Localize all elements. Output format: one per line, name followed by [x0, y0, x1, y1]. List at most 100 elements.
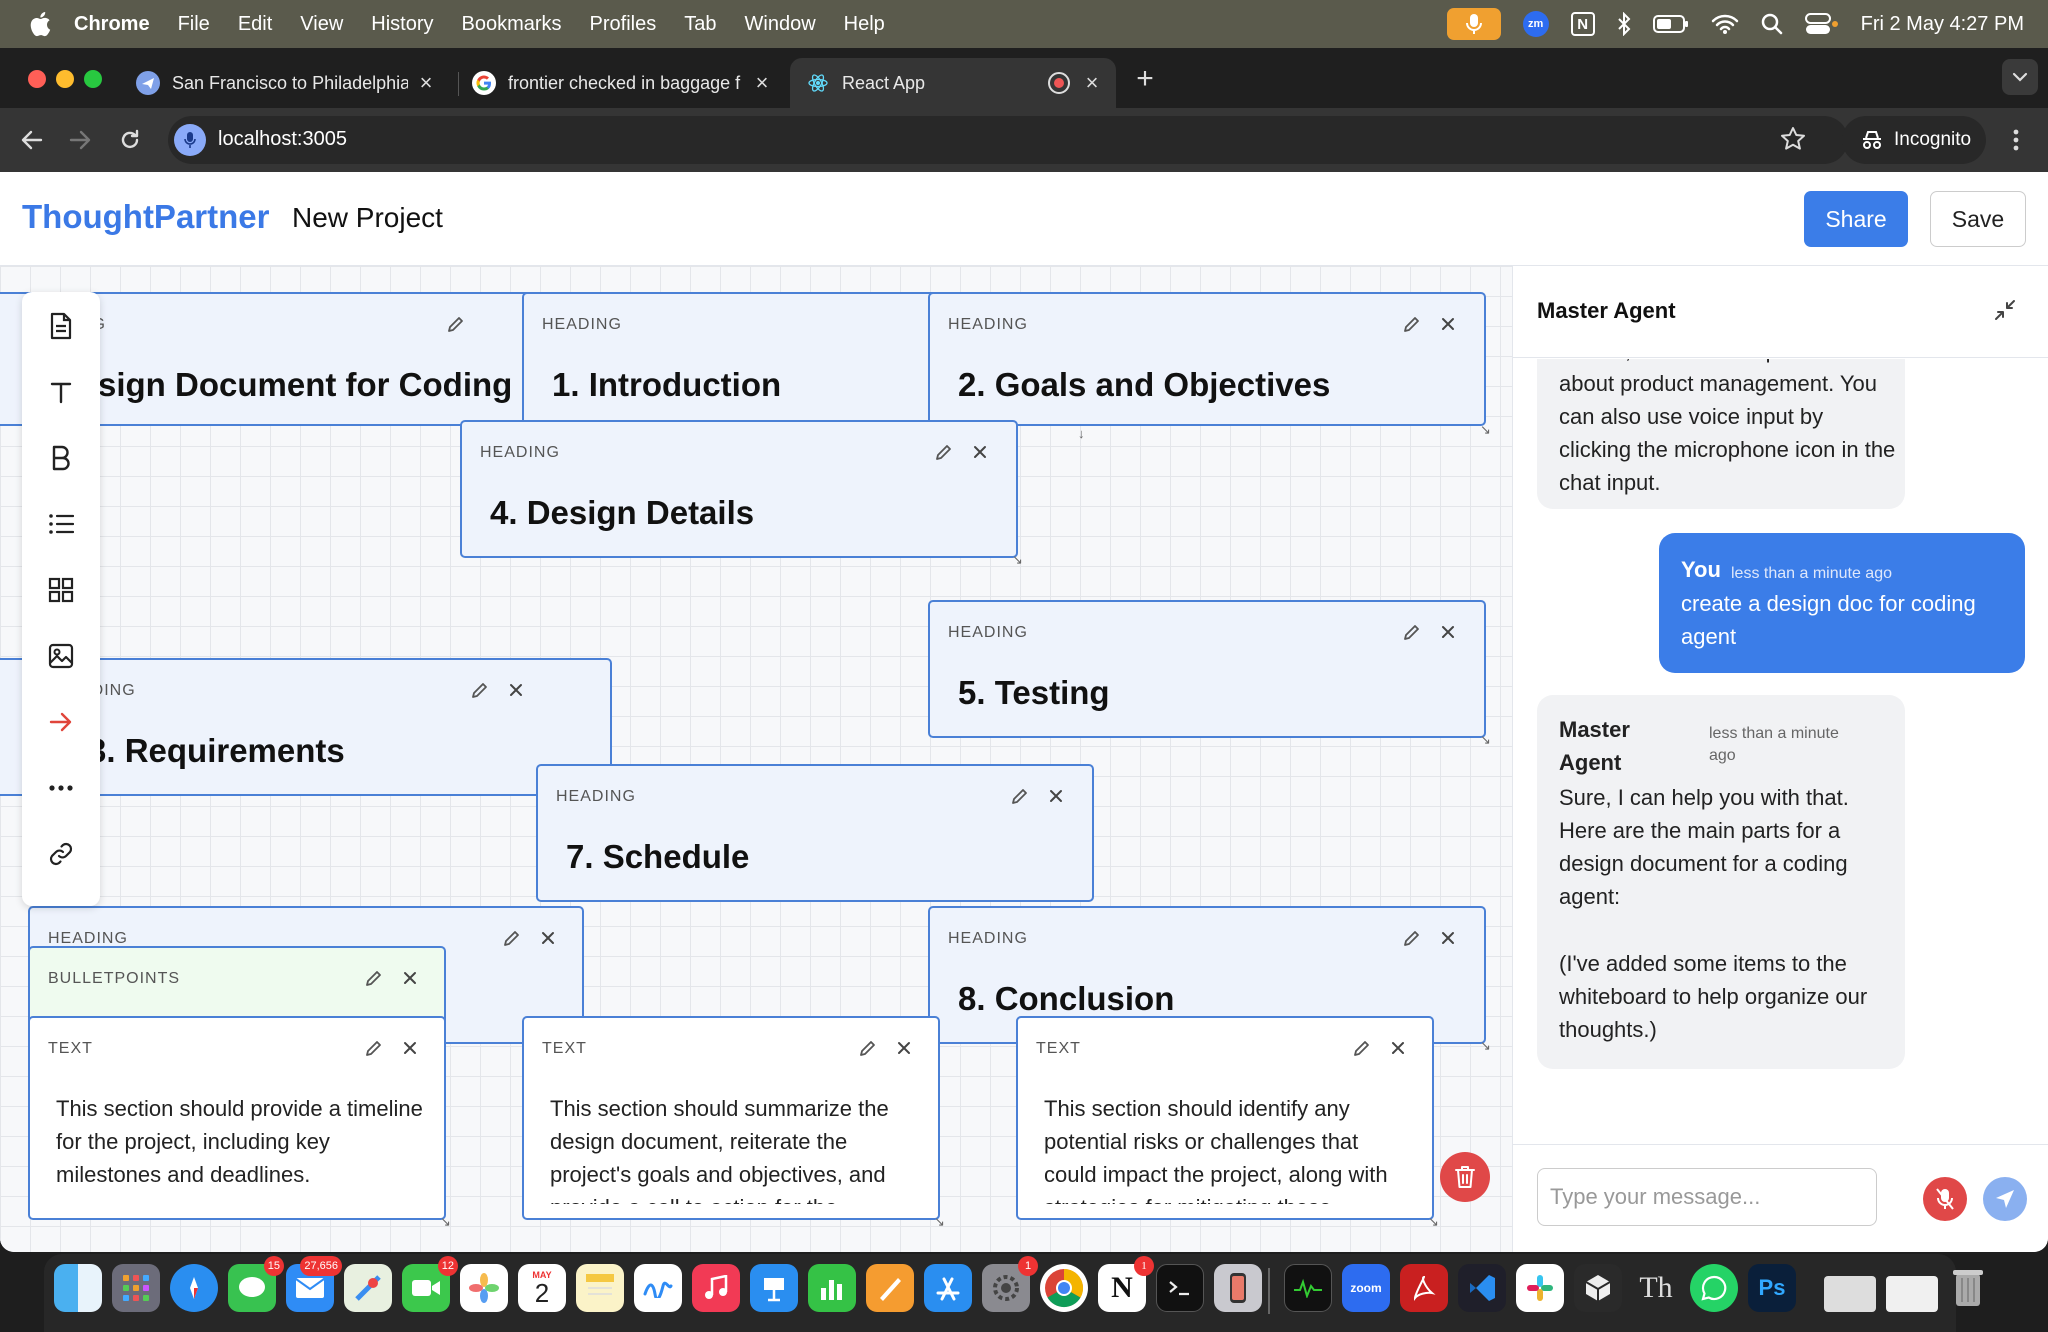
recent-window-thumbnail[interactable] — [1824, 1276, 1876, 1312]
microphone-access-icon[interactable] — [174, 124, 206, 156]
tab-react-app[interactable]: React App × — [790, 58, 1116, 108]
microphone-status-icon[interactable] — [1446, 8, 1501, 40]
resize-handle[interactable]: ↘ — [1012, 552, 1023, 567]
resize-handle[interactable]: ↘ — [1428, 1214, 1439, 1229]
chat-messages[interactable]: the left, or ask me a question about pro… — [1513, 359, 2048, 1144]
close-card-icon[interactable] — [504, 678, 528, 702]
project-title[interactable]: New Project — [292, 202, 443, 233]
link-tool-icon[interactable] — [41, 834, 81, 874]
window-zoom-button[interactable] — [84, 70, 102, 88]
card-body-text[interactable]: This section should provide a timeline f… — [56, 1096, 423, 1187]
close-card-icon[interactable] — [536, 926, 560, 950]
delete-trash-button[interactable] — [1440, 1152, 1490, 1202]
bluetooth-icon[interactable] — [1617, 12, 1631, 36]
menu-tab[interactable]: Tab — [684, 12, 717, 35]
card-body-text[interactable]: This section should summarize the design… — [550, 1096, 889, 1204]
menu-profiles[interactable]: Profiles — [589, 12, 657, 35]
document-tool-icon[interactable] — [41, 306, 81, 346]
url-text[interactable]: localhost:3005 — [218, 128, 347, 150]
list-tool-icon[interactable] — [41, 504, 81, 544]
forward-arrow-icon[interactable] — [64, 124, 96, 156]
close-tab-icon[interactable]: × — [1085, 70, 1099, 95]
more-tools-icon[interactable] — [41, 768, 81, 808]
close-card-icon[interactable] — [398, 966, 422, 990]
notion-status-icon[interactable]: N — [1570, 12, 1595, 36]
reload-icon[interactable] — [114, 124, 146, 156]
address-bar[interactable]: localhost:3005 — [168, 116, 1848, 164]
numbers-icon[interactable] — [808, 1264, 856, 1312]
menu-window[interactable]: Window — [744, 12, 816, 35]
spotlight-search-icon[interactable] — [1761, 13, 1783, 35]
cube-app-icon[interactable] — [1574, 1264, 1622, 1312]
close-card-icon[interactable] — [1436, 620, 1460, 644]
close-card-icon[interactable] — [1436, 926, 1460, 950]
photos-icon[interactable] — [460, 1264, 508, 1312]
slack-icon[interactable] — [1516, 1264, 1564, 1312]
typeface-icon[interactable]: Th — [1632, 1264, 1680, 1312]
edit-pencil-icon[interactable] — [1400, 926, 1424, 950]
window-minimize-button[interactable] — [56, 70, 74, 88]
arrow-tool-icon[interactable] — [41, 702, 81, 742]
grid-tool-icon[interactable] — [41, 570, 81, 610]
bold-tool-icon[interactable] — [41, 438, 81, 478]
heading-card[interactable]: HEADING 1. Introduction — [522, 292, 942, 426]
resize-handle[interactable]: ↘ — [440, 1214, 451, 1229]
recent-window-thumbnail[interactable] — [1886, 1276, 1938, 1312]
wifi-icon[interactable] — [1711, 13, 1739, 35]
chat-message-input[interactable] — [1537, 1168, 1877, 1226]
send-message-button[interactable] — [1983, 1177, 2027, 1221]
tab-search-button[interactable] — [2002, 59, 2038, 95]
terminal-icon[interactable] — [1156, 1264, 1204, 1312]
pages-icon[interactable] — [866, 1264, 914, 1312]
menu-file[interactable]: File — [177, 12, 210, 35]
whiteboard-canvas[interactable]: NG sign Document for Coding HEADING 1. I… — [0, 266, 1512, 1252]
finder-icon[interactable] — [54, 1264, 102, 1312]
edit-pencil-icon[interactable] — [1400, 312, 1424, 336]
edit-pencil-icon[interactable] — [362, 966, 386, 990]
edit-pencil-icon[interactable] — [856, 1036, 880, 1060]
close-card-icon[interactable] — [968, 440, 992, 464]
edit-pencil-icon[interactable] — [1400, 620, 1424, 644]
safari-icon[interactable] — [170, 1264, 218, 1312]
acrobat-icon[interactable] — [1400, 1264, 1448, 1312]
tab-google-search[interactable]: frontier checked in baggage f × — [456, 58, 786, 108]
zoom-status-icon[interactable]: zm — [1522, 11, 1549, 37]
chrome-icon[interactable] — [1040, 1264, 1088, 1312]
new-tab-button[interactable]: + — [1136, 62, 1154, 95]
menu-bookmarks[interactable]: Bookmarks — [461, 12, 562, 35]
text-tool-icon[interactable] — [41, 372, 81, 412]
notes-icon[interactable] — [576, 1264, 624, 1312]
tab-flights[interactable]: San Francisco to Philadelphia × — [120, 58, 450, 108]
heading-card[interactable]: ADING 3. Requirements — [0, 658, 612, 796]
menu-edit[interactable]: Edit — [237, 12, 273, 35]
heading-card[interactable]: HEADING 5. Testing — [928, 600, 1486, 738]
bookmark-star-icon[interactable] — [1780, 126, 1806, 152]
close-card-icon[interactable] — [1386, 1036, 1410, 1060]
incognito-indicator[interactable]: Incognito — [1842, 116, 1986, 164]
mail-icon[interactable]: 27,656 — [286, 1256, 342, 1312]
resize-handle[interactable]: ↘ — [1480, 1038, 1491, 1053]
resize-handle[interactable]: ↘ — [1480, 732, 1491, 747]
collapse-chat-icon[interactable] — [1991, 296, 2019, 324]
resize-handle[interactable]: ↘ — [1480, 422, 1491, 437]
calendar-icon[interactable]: MAY 2 — [518, 1264, 566, 1312]
text-card[interactable]: TEXT This section should provide a timel… — [28, 1016, 446, 1220]
edit-pencil-icon[interactable] — [444, 312, 468, 336]
freeform-icon[interactable] — [634, 1264, 682, 1312]
launchpad-icon[interactable] — [112, 1264, 160, 1312]
edit-pencil-icon[interactable] — [1350, 1036, 1374, 1060]
heading-card[interactable]: HEADING 4. Design Details — [460, 420, 1018, 558]
close-card-icon[interactable] — [1436, 312, 1460, 336]
heading-card[interactable]: HEADING 2. Goals and Objectives — [928, 292, 1486, 426]
back-arrow-icon[interactable] — [16, 124, 48, 156]
edit-pencil-icon[interactable] — [500, 926, 524, 950]
browser-menu-icon[interactable] — [2004, 124, 2028, 156]
apple-icon[interactable] — [24, 8, 56, 40]
window-close-button[interactable] — [28, 70, 46, 88]
resize-handle[interactable]: ↘ — [934, 1214, 945, 1229]
music-icon[interactable] — [692, 1264, 740, 1312]
card-body-text[interactable]: This section should identify any potenti… — [1044, 1096, 1388, 1204]
save-button[interactable]: Save — [1930, 191, 2026, 247]
trash-bin-icon[interactable] — [1944, 1264, 1992, 1312]
close-card-icon[interactable] — [892, 1036, 916, 1060]
